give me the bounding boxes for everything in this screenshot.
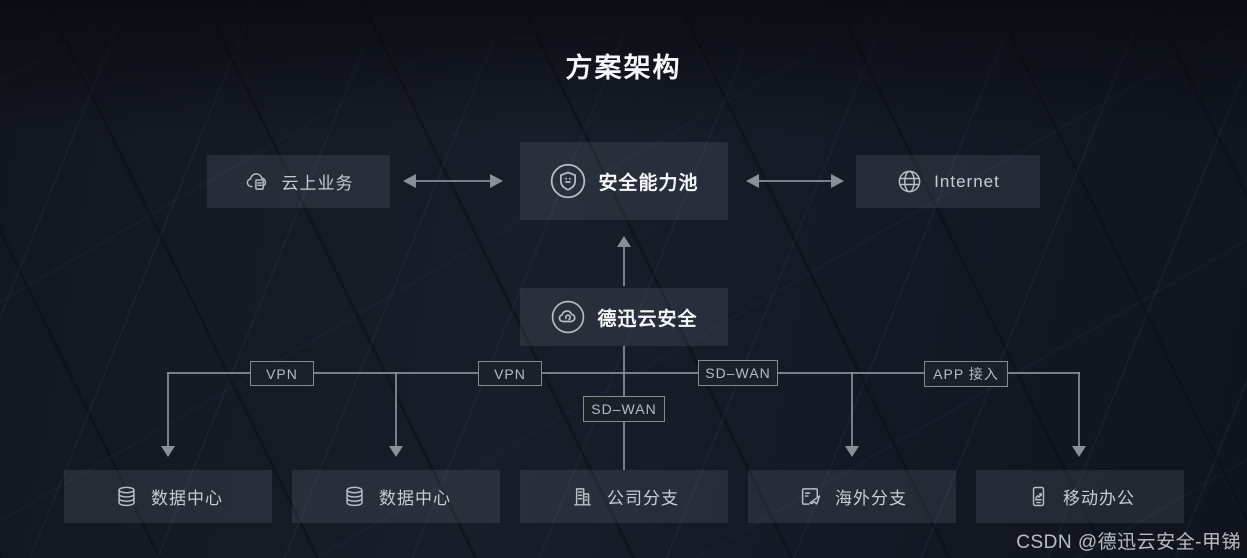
node-overseas-branch: 海外分支 (748, 470, 956, 523)
edge-label-app-access: APP 接入 (924, 361, 1008, 387)
arrowhead-left-icon (746, 174, 759, 188)
node-label: 数据中心 (379, 489, 451, 508)
mobile-phone-icon (1025, 483, 1052, 510)
globe-icon (896, 168, 923, 195)
cloud-document-icon (244, 168, 271, 195)
node-label: 安全能力池 (598, 172, 699, 194)
connector-line (167, 372, 1080, 374)
edge-label-sdwan-center: SD–WAN (583, 396, 665, 422)
edge-label-vpn-mid: VPN (478, 361, 542, 386)
shield-icon (549, 162, 587, 200)
csdn-watermark: CSDN @德迅云安全-甲锑 (1016, 532, 1241, 553)
node-security-pool: 安全能力池 (520, 142, 728, 220)
arrowhead-down-icon (161, 446, 175, 457)
node-company-branch: 公司分支 (520, 470, 728, 523)
node-internet: Internet (856, 155, 1040, 208)
connector-line (623, 246, 625, 286)
database-icon (341, 483, 368, 510)
database-icon (113, 483, 140, 510)
node-label: 德迅云安全 (597, 308, 698, 330)
arrowhead-down-icon (845, 446, 859, 457)
node-data-center-2: 数据中心 (292, 470, 500, 523)
overseas-plane-icon (797, 483, 824, 510)
node-label: 云上业务 (281, 174, 354, 193)
arrowhead-down-icon (389, 446, 403, 457)
arrowhead-right-icon (831, 174, 844, 188)
node-label: 数据中心 (151, 489, 223, 508)
connector-line (167, 372, 169, 448)
node-label: 移动办公 (1063, 489, 1135, 508)
edge-label-vpn-left: VPN (250, 361, 314, 386)
connector-line (1078, 372, 1080, 448)
connector-line (414, 180, 492, 182)
connector-line (395, 372, 397, 448)
node-data-center-1: 数据中心 (64, 470, 272, 523)
connector-line (851, 372, 853, 448)
page-title: 方案架构 (565, 53, 682, 83)
node-label: 海外分支 (835, 489, 907, 508)
arrowhead-left-icon (403, 174, 416, 188)
connector-line (757, 180, 833, 182)
office-building-icon (569, 483, 596, 510)
arrowhead-down-icon (1072, 446, 1086, 457)
node-label: 公司分支 (607, 489, 679, 508)
node-mobile-office: 移动办公 (976, 470, 1184, 523)
node-label: Internet (934, 171, 1000, 191)
node-cloud-business: 云上业务 (207, 155, 390, 208)
arrowhead-right-icon (490, 174, 503, 188)
cloud-icon (550, 299, 586, 335)
arrowhead-up-icon (617, 236, 631, 247)
node-dexun-cloud-security: 德迅云安全 (520, 288, 728, 346)
edge-label-sdwan-right: SD–WAN (698, 360, 778, 386)
